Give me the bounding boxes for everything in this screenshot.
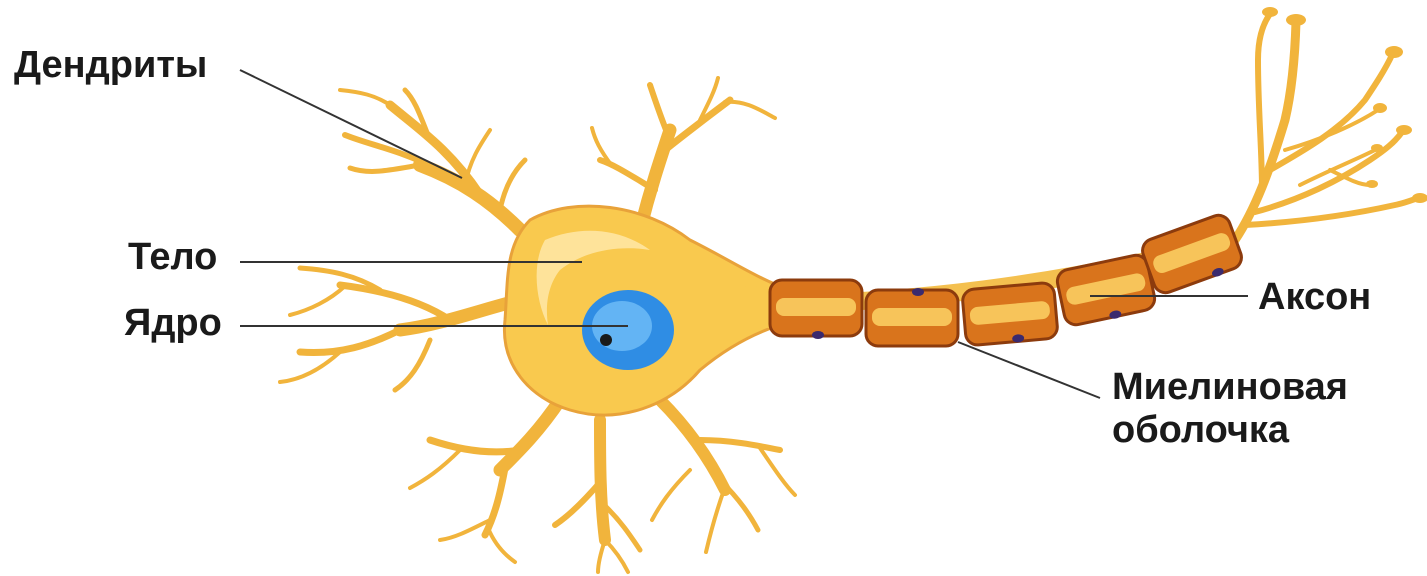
label-myelin-line1: Миелиновая <box>1112 366 1348 409</box>
myelin-segment <box>1055 253 1157 329</box>
label-cell-body: Тело <box>128 236 217 279</box>
label-myelin-sheath: Миелиновая оболочка <box>1112 366 1348 451</box>
nucleolus <box>600 334 612 346</box>
nucleus <box>582 290 674 370</box>
myelin-segment <box>770 280 862 339</box>
leader-lines <box>240 70 1248 398</box>
leader-line-myelin <box>958 342 1100 398</box>
myelin-segment <box>1139 212 1245 298</box>
label-axon: Аксон <box>1258 276 1371 319</box>
myelin-segment <box>866 288 958 346</box>
leader-line-dendrites <box>240 70 462 178</box>
label-nucleus: Ядро <box>124 302 222 345</box>
myelin-segment <box>962 282 1059 347</box>
label-myelin-line2: оболочка <box>1112 409 1348 452</box>
label-dendrites: Дендриты <box>14 44 207 87</box>
